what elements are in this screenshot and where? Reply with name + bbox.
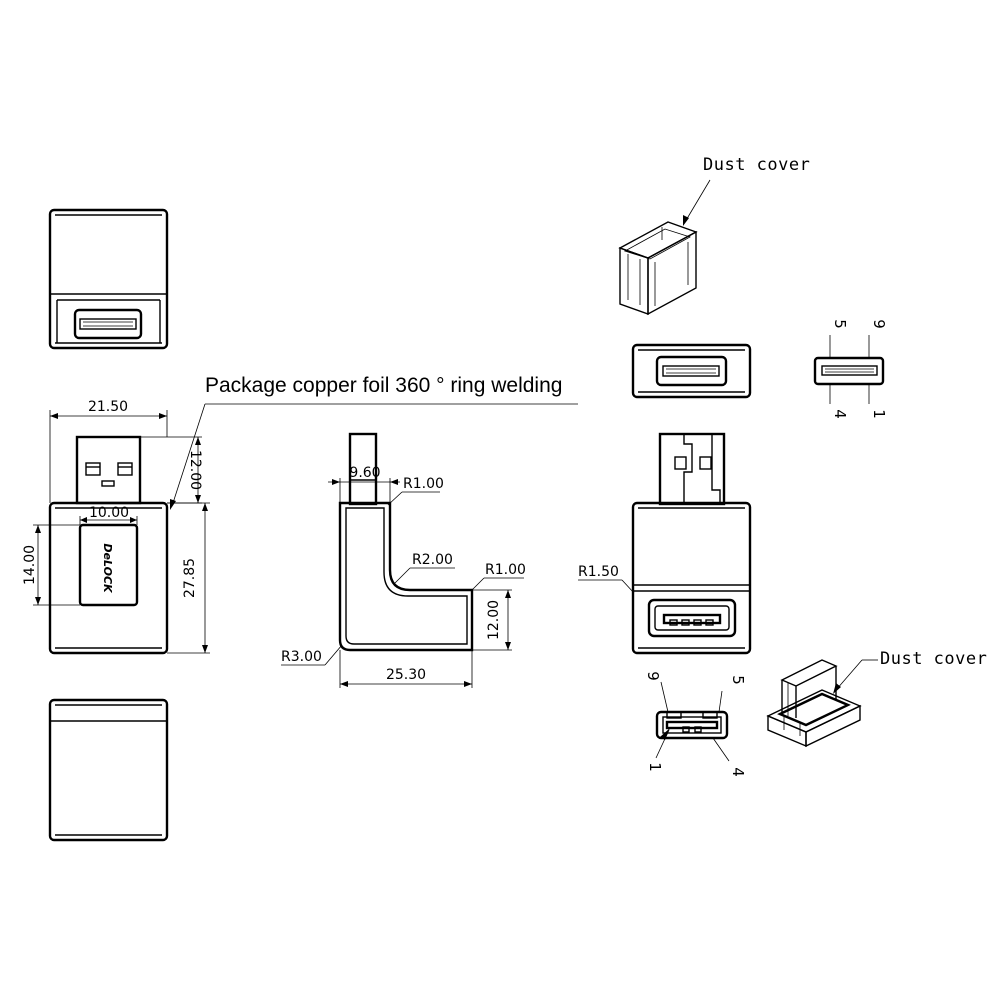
left-front-view: DeLOCK 21.50 12.00 27.85 10.00: [22, 399, 210, 655]
dim-10-00: 10.00: [89, 505, 129, 521]
radius-r3-00: R3.00: [281, 649, 322, 665]
dim-27-85: 27.85: [182, 558, 198, 598]
left-bottom-view: [48, 698, 169, 842]
pin-label-1-bottom: 1: [646, 762, 664, 772]
dim-12-00-plug: 12.00: [187, 450, 203, 490]
dust-cover-bottom: Dust cover: [766, 649, 987, 748]
side-view: 9.60 R1.00 R2.00 R1.00 12.00 R3.00 25.30: [281, 432, 526, 688]
radius-r1-00-top: R1.00: [403, 476, 444, 492]
radius-r1-00-right: R1.00: [485, 562, 526, 578]
pin-diagram-top: 5 9 4 1: [813, 319, 888, 419]
pin-label-5-bottom: 5: [729, 675, 747, 685]
pin-label-5-top: 5: [831, 319, 849, 329]
pin-diagram-bottom: 9 5 1 4: [644, 671, 747, 777]
pin-label-1-top: 1: [870, 409, 888, 419]
dust-cover-top: Dust cover: [618, 155, 810, 316]
pin-label-4-bottom: 4: [729, 767, 747, 777]
package-note-text: Package copper foil 360 ° ring welding: [205, 374, 562, 397]
usb-a-socket-front: [647, 598, 737, 638]
left-top-view: [48, 208, 169, 350]
pin-label-9-top: 9: [870, 319, 888, 329]
logo-plate: [78, 523, 139, 607]
dim-14-00: 14.00: [22, 545, 38, 585]
pin-label-9-bottom: 9: [644, 671, 662, 681]
dim-25-30: 25.30: [386, 667, 426, 683]
radius-r1-50: R1.50: [578, 564, 619, 580]
right-socket-top: [631, 343, 752, 399]
right-front-view: R1.50: [578, 432, 752, 655]
dust-cover-top-label: Dust cover: [703, 155, 810, 175]
dust-cover-bottom-label: Dust cover: [880, 649, 987, 669]
pin-label-4-top: 4: [831, 409, 849, 419]
delock-logo: DeLOCK: [101, 543, 114, 594]
dim-9-60: 9.60: [349, 465, 380, 481]
usb-a-port-top: [73, 308, 143, 340]
radius-r2-00: R2.00: [412, 552, 453, 568]
dim-21-50: 21.50: [88, 399, 128, 415]
dim-12-00-side: 12.00: [486, 600, 502, 640]
package-note: Package copper foil 360 ° ring welding: [170, 374, 578, 510]
